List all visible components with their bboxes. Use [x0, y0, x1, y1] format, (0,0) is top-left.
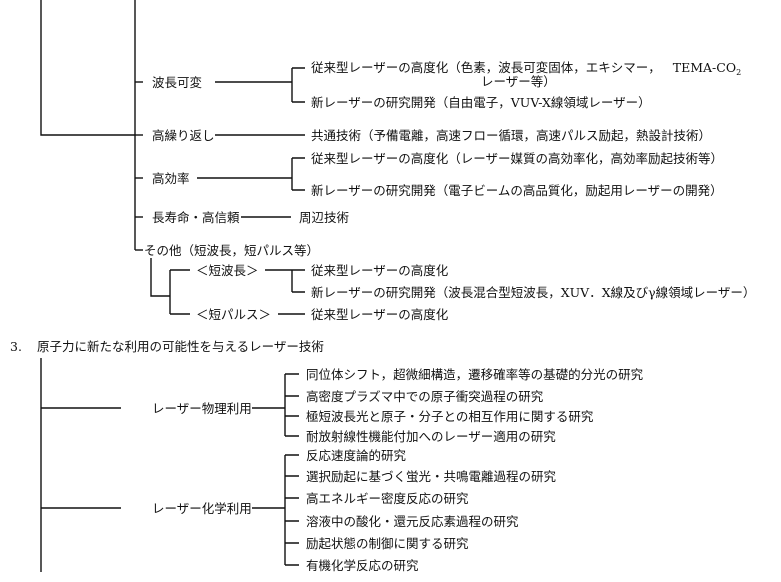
category-high-repetition: 高繰り返し [152, 128, 215, 143]
subcategory-short-wavelength: ＜短波長＞ [196, 263, 259, 278]
item-tunable-conventional-cont: レーザー等） [481, 74, 556, 89]
subcategory-short-pulse: ＜短パルス＞ [196, 307, 272, 322]
physics-item: 高密度プラズマ中での原子衝突過程の研究 [306, 389, 544, 404]
category-long-life: 長寿命・高信頼 [152, 210, 240, 225]
item-long-life-peripheral: 周辺技術 [299, 210, 350, 225]
item-high-eff-conventional: 従来型レーザーの高度化（レーザー媒質の高効率化，高効率励起技術等） [311, 151, 724, 166]
item-high-rep-common: 共通技術（予備電離，高速フロー循環，高速パルス励起，熱設計技術） [311, 128, 712, 143]
chemistry-item: 選択励起に基づく蛍光・共鳴電離過程の研究 [306, 469, 557, 484]
chemistry-bracket [284, 454, 299, 566]
category-tunable: 波長可変 [152, 75, 203, 90]
short-wave-connector [265, 269, 305, 293]
item-short-pulse-conventional: 従来型レーザーの高度化 [311, 307, 449, 322]
item-tunable-conventional: 従来型レーザーの高度化（色素，波長可変固体，エキシマー，TEMA-CO2 [311, 60, 742, 77]
category-high-efficiency: 高効率 [152, 171, 190, 186]
other-connector [150, 258, 190, 315]
chemistry-item: 励起状態の制御に関する研究 [306, 536, 469, 551]
physics-item: 同位体シフト，超微細構造，遷移確率等の基礎的分光の研究 [306, 367, 644, 382]
chemistry-item: 有機化学反応の研究 [306, 558, 419, 573]
category-other: その他（短波長，短パルス等） [144, 243, 320, 258]
high-eff-connector [197, 157, 305, 191]
physics-bracket [284, 373, 299, 437]
chemistry-item: 溶液中の酸化・還元反応素過程の研究 [306, 514, 519, 529]
item-high-eff-new: 新レーザーの研究開発（電子ビームの高品質化，励起用レーザーの開発） [311, 183, 723, 198]
category-laser-physics: レーザー物理利用 [152, 401, 252, 416]
section3-title: 原子力に新たな利用の可能性を与えるレーザー技術 [37, 339, 324, 354]
item-short-wave-new: 新レーザーの研究開発（波長混合型短波長，XUV．X線及びγ線領域レーザー） [311, 285, 756, 300]
item-short-wave-conventional: 従来型レーザーの高度化 [311, 263, 449, 278]
physics-item: 極短波長光と原子・分子との相互作用に関する研究 [306, 409, 594, 424]
tunable-connector [215, 67, 305, 103]
item-tunable-new: 新レーザーの研究開発（自由電子，VUV-X線領域レーザー） [311, 95, 651, 110]
section3-number: 3. [10, 339, 22, 354]
physics-item: 耐放射線性機能付加へのレーザー適用の研究 [306, 429, 556, 444]
category-laser-chemistry: レーザー化学利用 [152, 501, 252, 516]
left-root-line [40, 0, 135, 136]
chemistry-item: 高エネルギー密度反応の研究 [306, 491, 469, 506]
chemistry-item: 反応速度論的研究 [306, 448, 407, 463]
